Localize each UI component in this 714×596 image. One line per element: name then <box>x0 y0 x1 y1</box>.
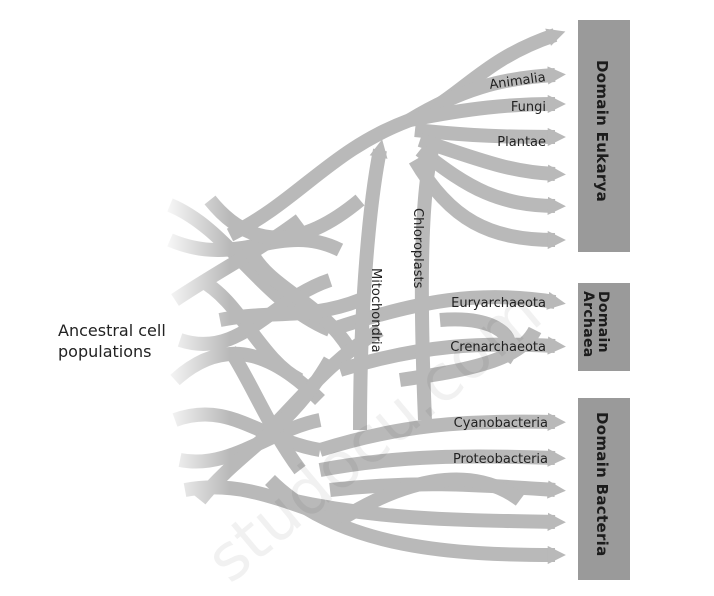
domain-bacteria-box: Domain Bacteria <box>578 398 630 580</box>
domain-eukarya-label: Domain Eukarya <box>593 60 611 203</box>
domain-bacteria-label: Domain Bacteria <box>593 412 611 557</box>
label-fungi: Fungi <box>511 100 546 115</box>
ancestral-label: Ancestral cell populations <box>58 320 166 362</box>
label-proteobacteria: Proteobacteria <box>453 452 548 467</box>
label-plantae: Plantae <box>497 135 546 150</box>
domain-archaea-label-1: Domain <box>595 291 611 353</box>
domain-eukarya-box: Domain Eukarya <box>578 20 630 252</box>
label-crenarchaeota: Crenarchaeota <box>450 340 546 355</box>
ancestral-line-2: populations <box>58 342 152 361</box>
label-cyanobacteria: Cyanobacteria <box>454 416 548 431</box>
fade-overlay <box>160 170 230 530</box>
label-euryarchaeota: Euryarchaeota <box>451 296 546 311</box>
label-chloroplasts: Chloroplasts <box>410 208 425 289</box>
label-animalia: Animalia <box>488 70 546 93</box>
ancestral-line-1: Ancestral cell <box>58 321 166 340</box>
domain-archaea-box: Domain Archaea <box>578 283 630 371</box>
label-mitochondria: Mitochondria <box>368 268 383 353</box>
domain-archaea-label-2: Archaea <box>580 291 596 358</box>
